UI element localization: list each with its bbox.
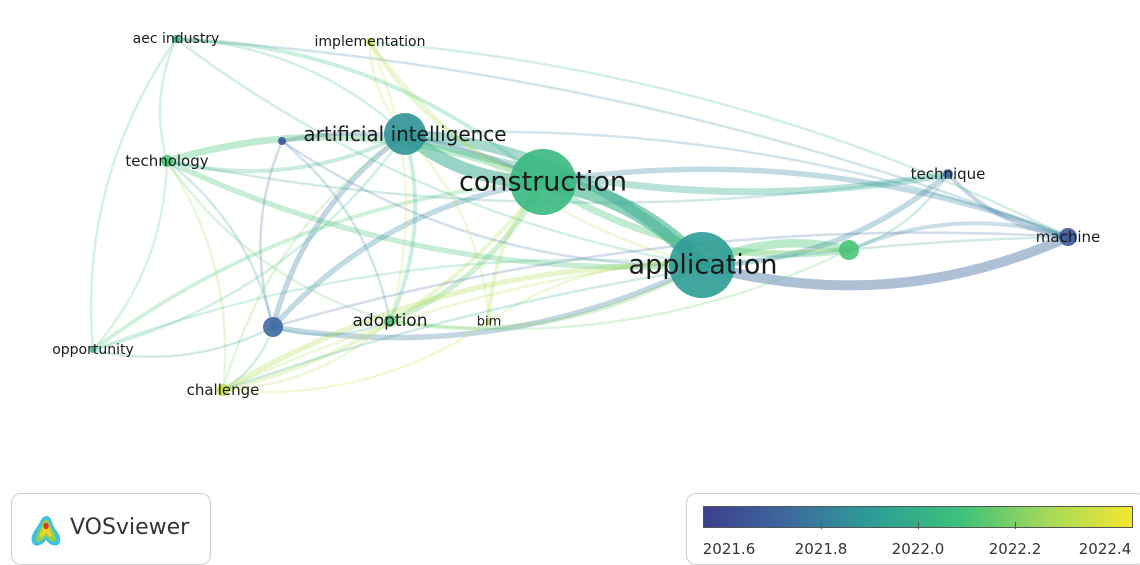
edge-opportunity-construction xyxy=(91,180,545,352)
vosviewer-logo-panel: VOSviewer xyxy=(11,493,211,565)
node-implementation[interactable] xyxy=(366,38,374,46)
label-challenge[interactable]: challenge xyxy=(187,381,260,399)
edge-aec-application xyxy=(174,37,704,267)
edge-implementation-machine xyxy=(368,40,1070,239)
edge-challenge-ai xyxy=(221,132,407,392)
label-bim[interactable]: bim xyxy=(477,315,502,330)
edge-ai-machine xyxy=(403,130,1070,239)
edge-challenge-application xyxy=(220,262,705,393)
edge-purple-application xyxy=(280,139,704,267)
edge-technology-challenge xyxy=(165,159,227,392)
edge-technology-construction xyxy=(163,133,547,186)
edge-blue-adoption xyxy=(271,319,392,336)
edge-opportunity-blue xyxy=(91,325,275,358)
network-edges xyxy=(89,37,1073,394)
edge-aec-ai xyxy=(174,37,407,136)
edge-application-machine xyxy=(697,232,1073,291)
label-technology[interactable]: technology xyxy=(125,152,208,170)
edge-technology-adoption xyxy=(165,159,392,323)
network-labels: construction application artificial intell… xyxy=(52,31,1100,399)
node-purple[interactable] xyxy=(278,137,286,145)
edge-ai-adoption xyxy=(388,132,418,323)
color-scale-tick-label: 2021.8 xyxy=(794,540,848,558)
edge-technology-blue xyxy=(165,159,275,329)
edge-bim-challenge xyxy=(221,320,491,394)
edge-green-technique xyxy=(847,172,950,252)
node-blue[interactable] xyxy=(263,317,283,337)
color-scale-tick-label: 2022.4 xyxy=(1078,540,1132,558)
color-scale-tick xyxy=(918,522,919,529)
node-machine[interactable] xyxy=(1059,228,1077,246)
edge-opportunity-technology xyxy=(91,159,169,352)
edge-ai-blue xyxy=(270,131,408,330)
edge-bim-ai xyxy=(403,132,491,324)
edge-construction-machine xyxy=(540,166,1071,240)
node-application[interactable] xyxy=(669,232,735,298)
label-technique[interactable]: technique xyxy=(911,165,986,183)
label-ai[interactable]: artificial intelligence xyxy=(303,122,506,146)
node-construction[interactable] xyxy=(510,149,576,215)
node-green[interactable] xyxy=(839,240,859,260)
label-aec[interactable]: aec industry xyxy=(133,31,220,47)
edge-aec-machine xyxy=(174,37,1070,239)
edge-opportunity-ai xyxy=(91,132,407,352)
color-scale-legend: 2021.6 2021.8 2022.0 2022.2 2022.4 xyxy=(686,493,1140,565)
label-machine[interactable]: machine xyxy=(1036,228,1100,246)
edge-opportunity-aec xyxy=(89,37,178,352)
color-scale-tick-label: 2022.0 xyxy=(891,540,945,558)
edge-challenge-adoption xyxy=(221,319,392,392)
node-ai[interactable] xyxy=(384,113,426,155)
keyword-network-map[interactable]: construction application artificial intell… xyxy=(0,0,1140,490)
label-opportunity[interactable]: opportunity xyxy=(52,342,134,358)
edge-technology-application xyxy=(164,158,705,270)
edge-technique-machine xyxy=(946,172,1070,239)
edge-blue-machine xyxy=(271,231,1070,329)
edge-aec-construction xyxy=(174,37,545,184)
vosviewer-logo-icon xyxy=(31,516,61,546)
label-application[interactable]: application xyxy=(629,250,778,281)
edge-blue-construction xyxy=(270,179,546,330)
edge-purple-adoption xyxy=(280,139,392,323)
edge-opportunity-application xyxy=(91,258,704,352)
edge-technology-ai xyxy=(165,132,407,173)
edge-ai-technique xyxy=(401,130,952,196)
color-scale-tick-label: 2022.2 xyxy=(988,540,1042,558)
color-scale-tick xyxy=(1015,522,1016,529)
edge-adoption-application xyxy=(388,263,704,331)
node-adoption[interactable] xyxy=(384,315,396,327)
node-bim[interactable] xyxy=(486,319,492,325)
edge-challenge-construction xyxy=(221,180,545,392)
label-construction[interactable]: construction xyxy=(459,167,627,198)
edge-purple-blue xyxy=(259,139,284,329)
node-technology[interactable] xyxy=(161,155,173,167)
node-opportunity[interactable] xyxy=(90,347,96,353)
edge-challenge-machine xyxy=(221,235,1070,392)
edge-implementation-adoption xyxy=(368,40,408,323)
node-aec[interactable] xyxy=(172,35,180,43)
edge-aec-technology xyxy=(158,37,178,163)
color-scale-tick xyxy=(821,522,822,529)
network-nodes xyxy=(90,35,1077,396)
edge-application-technique xyxy=(699,171,951,268)
edge-green-machine xyxy=(847,221,1070,252)
label-implementation[interactable]: implementation xyxy=(315,34,426,50)
edge-adoption-green xyxy=(388,248,851,331)
edge-challenge-green xyxy=(221,248,851,392)
node-technique[interactable] xyxy=(943,169,953,179)
label-adoption[interactable]: adoption xyxy=(353,311,428,331)
color-scale-tick-label: 2021.6 xyxy=(702,540,756,558)
node-challenge[interactable] xyxy=(217,384,229,396)
vosviewer-logo-text: VOSviewer xyxy=(70,515,190,540)
edge-blue-application xyxy=(270,262,705,341)
